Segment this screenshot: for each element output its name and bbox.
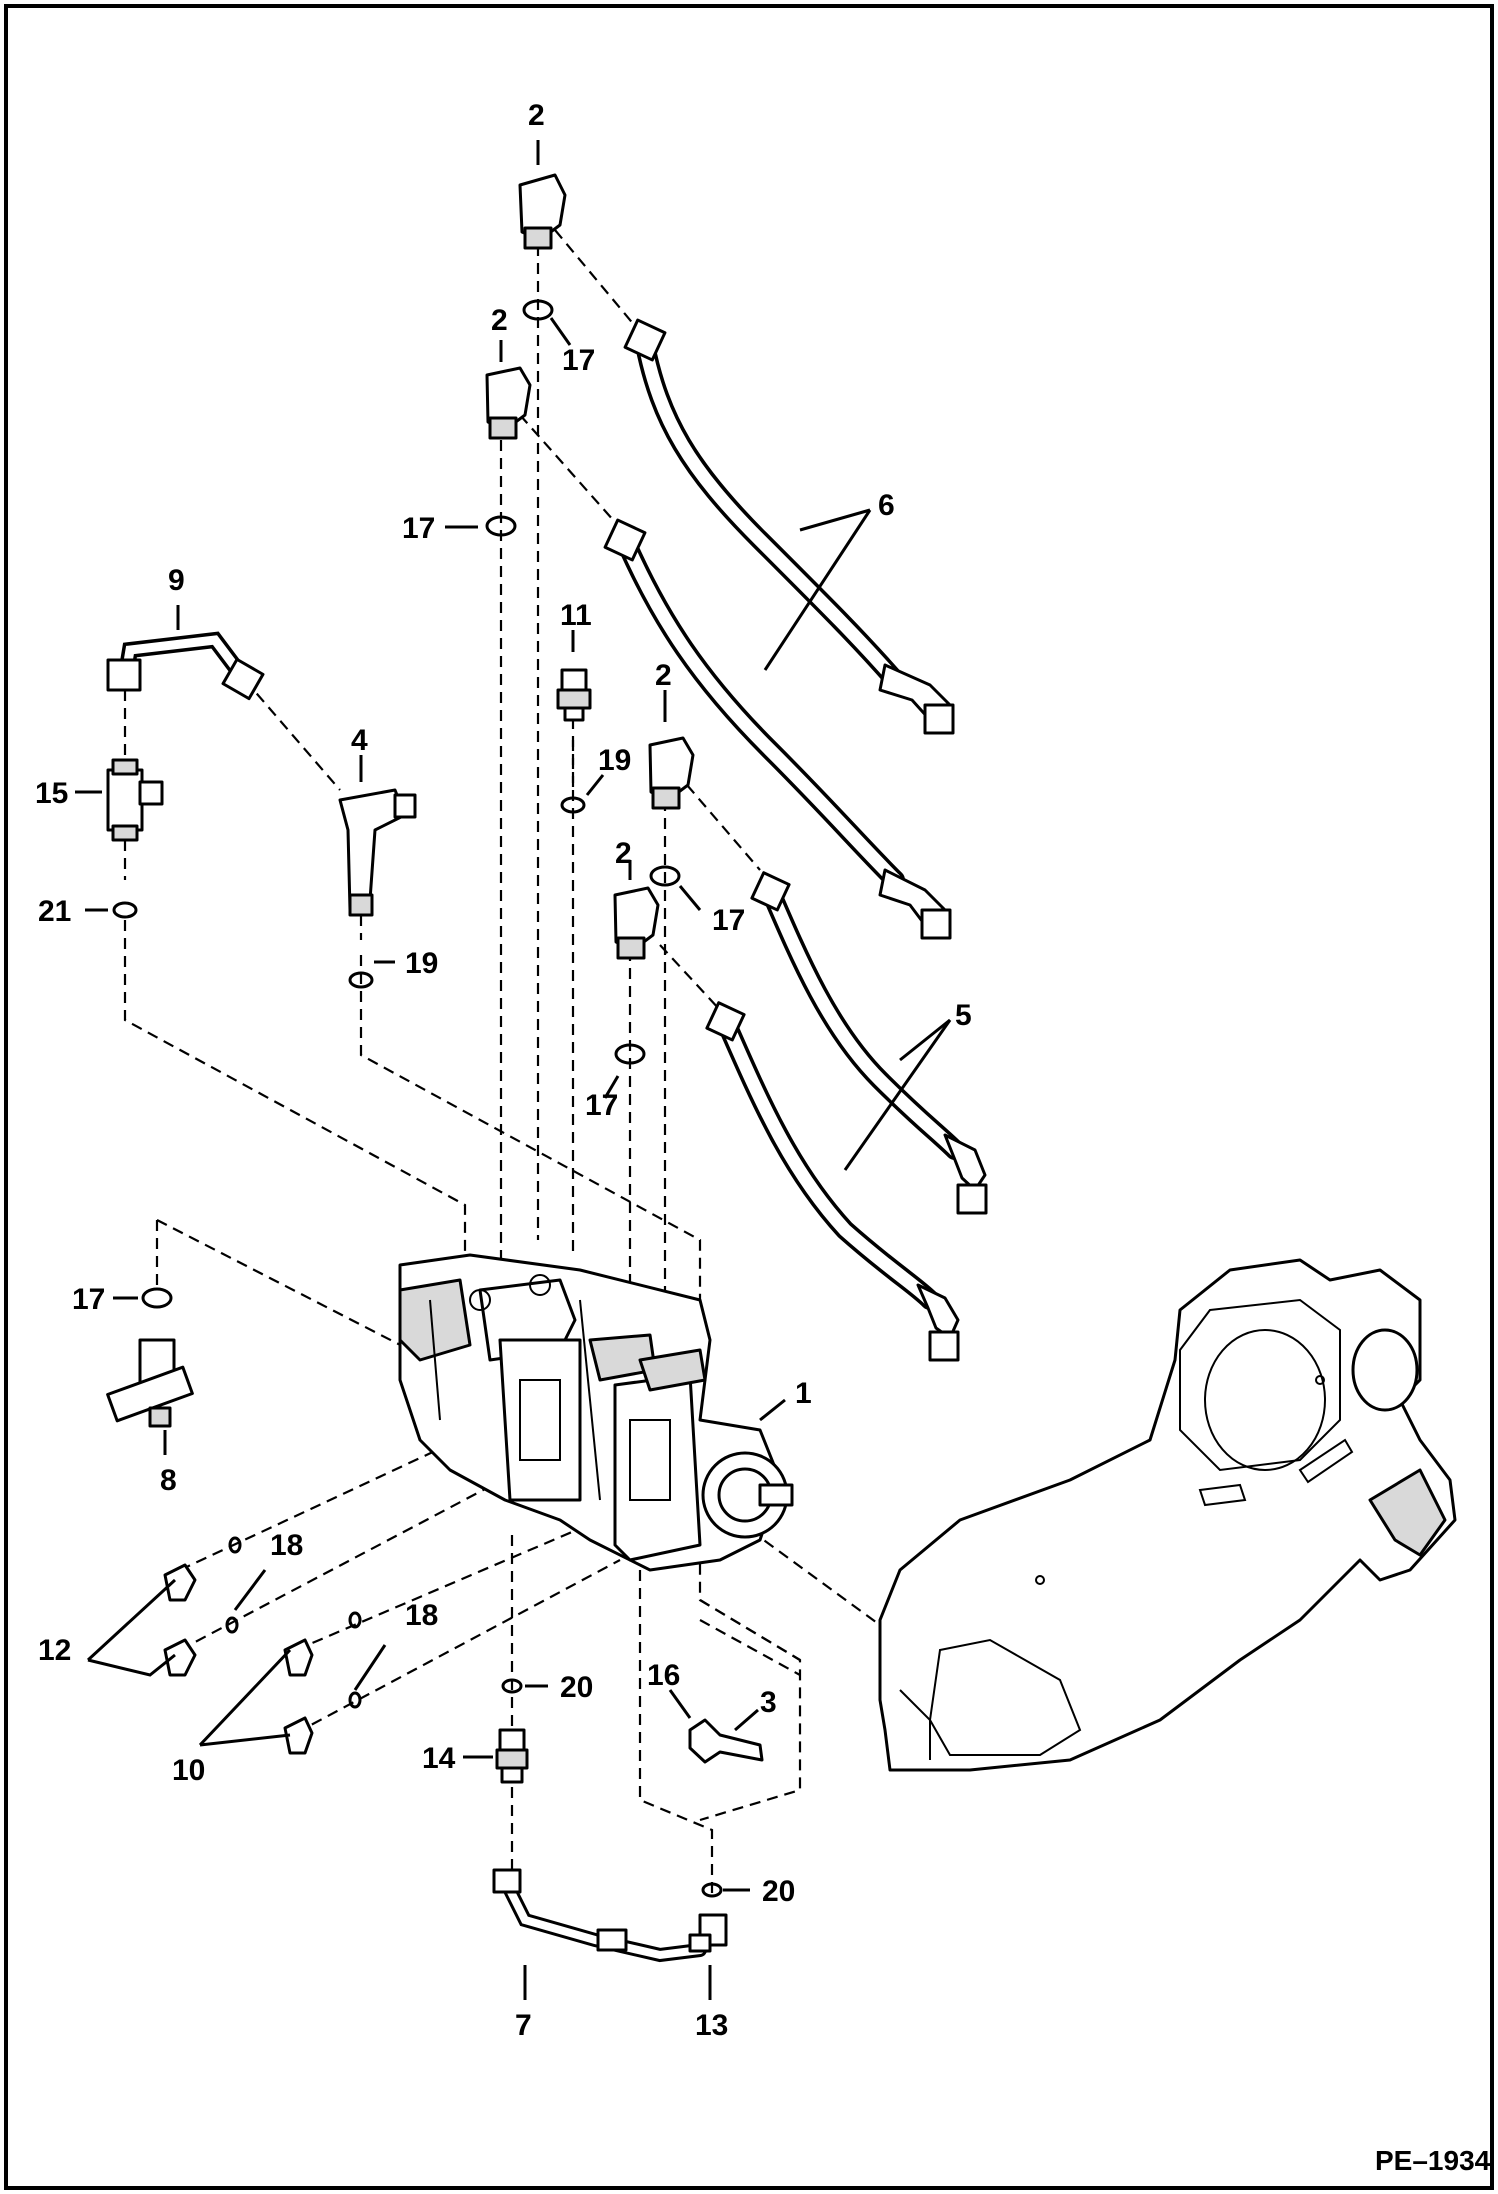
- o-ring-17: [485, 515, 517, 537]
- callout-17: 17: [72, 1283, 105, 1316]
- tee-fitting-15: [106, 758, 164, 842]
- drawing-border: [4, 4, 1494, 2190]
- hose-assembly-6: [603, 318, 955, 940]
- callout-8: 8: [160, 1464, 177, 1497]
- elbow-fitting: [518, 173, 567, 250]
- o-ring-19: [560, 796, 586, 814]
- elbow-fitting-13: [688, 1913, 728, 1953]
- callout-19: 19: [598, 744, 631, 777]
- callout-9: 9: [168, 564, 185, 597]
- callout-15: 15: [35, 777, 68, 810]
- elbow-fitting: [485, 366, 532, 440]
- callout-18: 18: [270, 1529, 303, 1562]
- callout-2: 2: [528, 99, 545, 132]
- figure-reference-code: PE–1934: [1375, 2145, 1491, 2176]
- callout-10: 10: [172, 1754, 205, 1787]
- callout-18: 18: [405, 1599, 438, 1632]
- fitting-14: [495, 1728, 529, 1784]
- callout-11: 11: [560, 599, 592, 632]
- callout-17: 17: [402, 512, 435, 545]
- callout-2: 2: [615, 837, 632, 870]
- tube-9: [106, 631, 265, 701]
- callout-19: 19: [405, 947, 438, 980]
- fittings-10: [283, 1638, 314, 1755]
- callout-5: 5: [955, 999, 972, 1032]
- callout-17: 17: [562, 344, 595, 377]
- o-ring-17: [614, 1043, 646, 1065]
- callout-6: 6: [878, 489, 895, 522]
- callout-17: 17: [585, 1089, 618, 1122]
- o-ring-17: [649, 865, 681, 887]
- hose-assembly-5: [705, 871, 988, 1362]
- callout-20: 20: [762, 1875, 795, 1908]
- tee-fitting-8: [106, 1338, 194, 1428]
- o-ring-18: [348, 1611, 362, 1629]
- o-ring-19: [348, 971, 374, 989]
- o-ring-18: [228, 1536, 242, 1554]
- callout-20: 20: [560, 1671, 593, 1704]
- callout-7: 7: [515, 2009, 532, 2042]
- elbow-fittings-2: [485, 173, 695, 960]
- fittings-12: [163, 1563, 197, 1677]
- callout-4: 4: [351, 724, 368, 757]
- callout-labels: 2 17 2 17 6 9 11 2 19 4 15 2 17 21 19 5 …: [35, 99, 972, 2042]
- callout-2: 2: [491, 304, 508, 337]
- bolt-16-washer-3: [688, 1718, 764, 1764]
- callout-12: 12: [38, 1634, 71, 1667]
- callout-13: 13: [695, 2009, 728, 2042]
- callout-14: 14: [422, 1742, 456, 1775]
- callout-2: 2: [655, 659, 672, 692]
- hydrostatic-pump-1: [398, 1253, 794, 1572]
- elbow-fitting: [613, 886, 660, 960]
- o-ring-21: [112, 901, 138, 919]
- callout-17: 17: [712, 904, 745, 937]
- callout-16: 16: [647, 1659, 680, 1692]
- elbow-fitting: [648, 736, 695, 810]
- o-ring-20: [501, 1678, 523, 1694]
- elbow-fitting-4: [338, 788, 417, 917]
- leader-lines: [75, 140, 786, 2000]
- callout-21: 21: [38, 895, 71, 928]
- callout-1: 1: [795, 1377, 812, 1410]
- o-ring-18: [348, 1691, 362, 1709]
- o-ring-17: [141, 1287, 173, 1309]
- engine-flywheel-housing: [878, 1258, 1457, 1772]
- assembly-lines: [123, 229, 881, 1900]
- o-ring-20: [701, 1882, 723, 1898]
- callout-3: 3: [760, 1686, 777, 1719]
- fitting-11: [556, 668, 592, 722]
- o-ring-18: [225, 1616, 239, 1634]
- o-ring-17: [522, 299, 554, 321]
- tube-7: [492, 1868, 707, 1963]
- o-rings: [112, 299, 723, 1898]
